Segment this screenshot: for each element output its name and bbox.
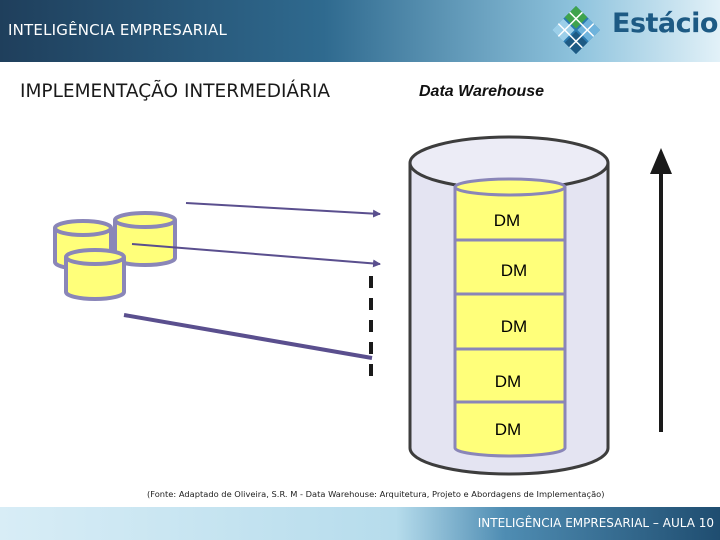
data-mart-label: DM (494, 420, 522, 439)
data-mart-label: DM (493, 211, 521, 230)
source-caption: (Fonte: Adaptado de Oliveira, S.R. M - D… (147, 489, 605, 499)
source-database-icon (64, 248, 126, 301)
logo-text: Estácio (612, 8, 718, 39)
load-arrow (123, 313, 373, 360)
data-mart-stack (453, 177, 567, 458)
footer-bar: INTELIGÊNCIA EMPRESARIAL – AULA 10 (0, 507, 720, 540)
upward-arrow (650, 148, 672, 432)
header-title: INTELIGÊNCIA EMPRESARIAL (8, 21, 228, 39)
estacio-logo: Estácio (551, 5, 718, 55)
load-arrow (131, 243, 381, 268)
load-arrow (185, 202, 381, 218)
header-bar: INTELIGÊNCIA EMPRESARIAL Estácio (0, 0, 720, 62)
logo-emblem-icon (551, 5, 601, 55)
data-mart-label: DM (494, 372, 522, 391)
source-database-icon (113, 211, 177, 267)
data-warehouse-label: Data Warehouse (419, 83, 545, 100)
data-mart-label: DM (500, 317, 528, 336)
page-title: IMPLEMENTAÇÃO INTERMEDIÁRIA (20, 81, 331, 102)
footer-text: INTELIGÊNCIA EMPRESARIAL – AULA 10 (477, 516, 714, 530)
data-mart-label: DM (500, 261, 528, 280)
